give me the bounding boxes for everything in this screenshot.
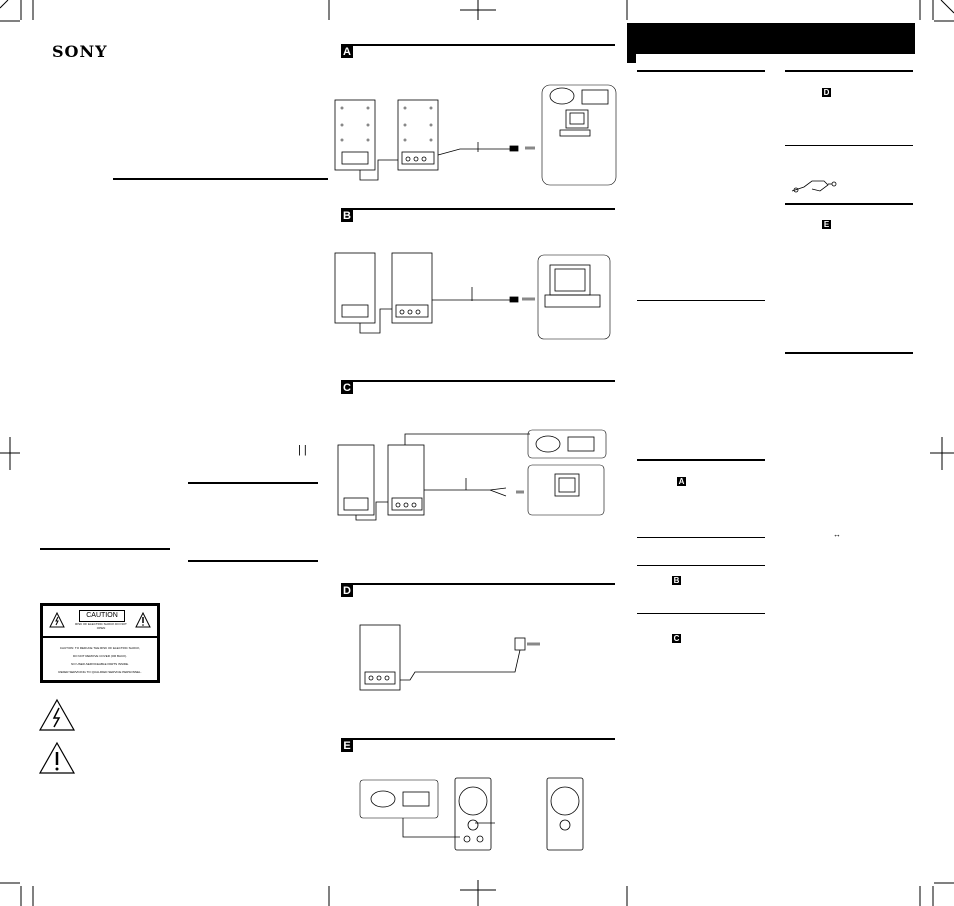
diagram-b-speakers-tv <box>334 252 611 340</box>
sony-logo: SONY <box>52 42 108 61</box>
caution-title: CAUTION <box>79 610 125 622</box>
right-col2-rule-3 <box>785 203 913 205</box>
caution-text: CAUTION: TO REDUCE THE RISK OF ELECTRIC … <box>49 644 151 676</box>
section-d-marker: D <box>341 585 353 597</box>
section-a-marker: A <box>341 46 353 58</box>
section-c-rule <box>341 380 615 382</box>
lightning-triangle-icon <box>49 611 65 628</box>
section-d-rule <box>341 583 615 585</box>
right-col2-rule-2 <box>785 145 913 146</box>
ref-marker-a: A <box>677 477 686 486</box>
section-c-marker: C <box>341 382 353 394</box>
right-col1-rule-3 <box>637 459 765 461</box>
caution-subtitle: RISK OF ELECTRIC SHOCK DO NOT OPEN <box>75 622 127 630</box>
exclamation-warning-icon <box>38 741 76 774</box>
section-b-marker: B <box>341 210 353 222</box>
diagram-c-speakers-stereo <box>337 429 607 521</box>
right-col2-rule-4 <box>785 352 913 354</box>
ref-marker-c: C <box>672 634 681 643</box>
caution-line-2: DO NOT REMOVE COVER (OR BACK). <box>72 654 128 658</box>
bidirectional-arrow: ↔ <box>833 530 841 539</box>
right-col2-rule-1 <box>785 70 913 72</box>
caution-line-4: REFER SERVICING TO QUALIFIED SERVICE PER… <box>58 670 142 674</box>
diagram-d-ac-adapter <box>359 624 540 691</box>
plug-adapter-icon <box>791 180 837 193</box>
caution-line-1: CAUTION: TO REDUCE THE RISK OF ELECTRIC … <box>59 646 141 650</box>
left-rule-sub2 <box>188 560 318 562</box>
diagram-e-front-speakers <box>359 777 584 851</box>
ref-marker-b: B <box>672 576 681 585</box>
section-e-rule <box>341 738 615 740</box>
exclamation-triangle-icon <box>135 611 151 628</box>
diagram-a-speakers-computer <box>334 84 617 186</box>
caution-label-box: CAUTION RISK OF ELECTRIC SHOCK DO NOT OP… <box>40 603 160 683</box>
right-black-header <box>627 23 915 54</box>
right-col1-rule-4 <box>637 537 765 538</box>
caution-line-3: NO USER-SERVICEABLE PARTS INSIDE. <box>71 662 129 666</box>
pipe-marks: | | <box>298 444 307 456</box>
left-rule-main <box>113 178 328 180</box>
section-e-marker: E <box>341 740 353 752</box>
section-a-rule <box>341 44 615 46</box>
left-rule-sub1 <box>188 482 318 484</box>
right-col1-rule-1 <box>637 70 765 72</box>
lightning-warning-icon <box>38 698 76 731</box>
right-col1-rule-5 <box>637 565 765 566</box>
section-b-rule <box>341 208 615 210</box>
left-rule-caution <box>40 548 170 550</box>
ref-marker-e: E <box>822 220 831 229</box>
ref-marker-d: D <box>822 88 831 97</box>
right-col1-rule-2 <box>637 300 765 301</box>
right-col1-rule-6 <box>637 613 765 614</box>
right-left-bar <box>627 23 636 63</box>
